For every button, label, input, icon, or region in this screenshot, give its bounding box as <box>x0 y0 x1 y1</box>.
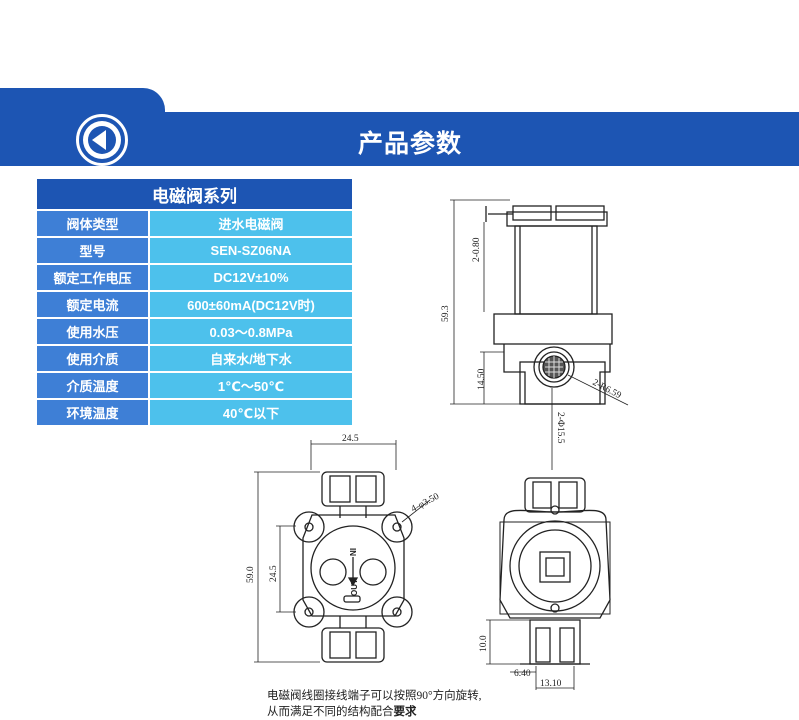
spec-value: 40℃以下 <box>149 399 352 427</box>
spec-value: SEN-SZ06NA <box>149 237 352 265</box>
spec-value: 0.03～0.8MPa <box>149 318 352 346</box>
spec-value: 600±60mA(DC12V时) <box>149 291 352 319</box>
dim-height-label: 59.3 <box>441 305 451 322</box>
spec-label: 额定工作电压 <box>37 264 150 292</box>
note-line-2: 从而满足不同的结构配合要求 <box>267 704 481 720</box>
spec-label: 使用介质 <box>37 345 150 373</box>
back-button[interactable] <box>76 114 128 166</box>
front-view-drawing <box>254 440 431 663</box>
spec-label: 阀体类型 <box>37 210 150 238</box>
note-line-2-emphasis: 要求 <box>393 706 417 718</box>
back-arrow-icon <box>83 121 121 159</box>
dim-terminal-label: 2-0.80 <box>472 237 482 262</box>
dim-width-label: 24.5 <box>342 434 359 444</box>
drawing-note: 电磁阀线圈接线端子可以按照90°方向旋转, 从而满足不同的结构配合要求 <box>267 688 481 720</box>
page-title: 产品参数 <box>357 130 462 158</box>
inlet-label: IN <box>348 548 357 556</box>
spec-label: 型号 <box>37 237 150 265</box>
back-view-drawing <box>486 477 611 690</box>
dim-pin-width-label: 13.10 <box>540 679 562 689</box>
dim-inner-height-label: 24.5 <box>269 565 279 582</box>
dim-total-height-label: 59.0 <box>246 566 256 583</box>
spec-label: 介质温度 <box>37 372 150 400</box>
table-row: 阀体类型进水电磁阀 <box>37 210 352 238</box>
header-banner <box>0 112 799 166</box>
dim-pin-height-label: 10.0 <box>479 635 489 652</box>
outlet-label: OUT <box>350 579 359 596</box>
note-line-2-text: 从而满足不同的结构配合 <box>267 706 394 718</box>
table-row: 使用介质自来水/地下水 <box>37 345 352 373</box>
note-line-1: 电磁阀线圈接线端子可以按照90°方向旋转, <box>267 690 482 702</box>
dim-base-label: 14.50 <box>477 368 487 390</box>
spec-label: 环境温度 <box>37 399 150 427</box>
spec-value: 自来水/地下水 <box>149 345 352 373</box>
spec-label: 额定电流 <box>37 291 150 319</box>
spec-value: 进水电磁阀 <box>149 210 352 238</box>
dim-pin-offset-label: 6.40 <box>514 669 531 679</box>
spec-value: DC12V±10% <box>149 264 352 292</box>
side-view-drawing <box>450 199 629 470</box>
dim-diameter-label: 2-Φ15.5 <box>555 412 565 444</box>
dim-mount-holes-label: 4-φ3.50 <box>410 492 441 515</box>
dim-hole-label: 2-R6.59 <box>591 378 623 401</box>
spec-value: 1℃～50℃ <box>149 372 352 400</box>
spec-table-title: 电磁阀系列 <box>37 179 352 211</box>
spec-label: 使用水压 <box>37 318 150 346</box>
